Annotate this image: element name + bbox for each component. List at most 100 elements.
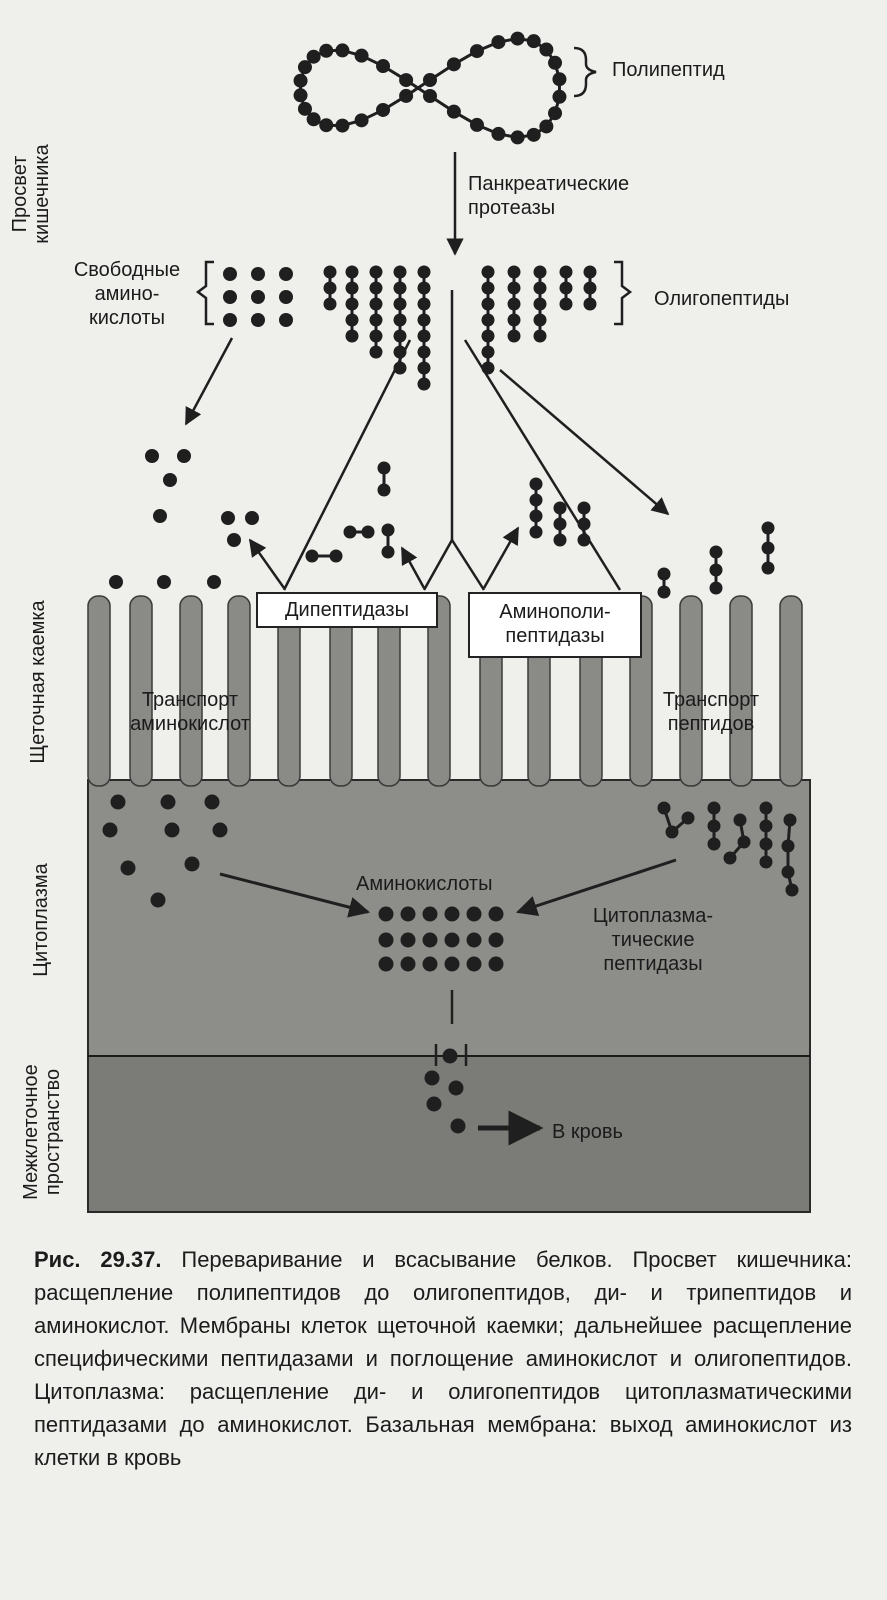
polypeptide-residue (335, 43, 350, 58)
tripeptide-residue (529, 525, 543, 539)
intercellular-space-region (87, 1055, 811, 1213)
oligopeptide-residue (533, 297, 547, 311)
amino-acid-pool-dot (400, 932, 416, 948)
dipeptide-residue (657, 585, 671, 599)
oligopeptide-residue (481, 265, 495, 279)
oligopeptide-residue (507, 297, 521, 311)
microvillus (427, 595, 451, 787)
oligopeptide-residue (481, 281, 495, 295)
polypeptide-residue (446, 104, 461, 119)
microvillus (179, 595, 203, 787)
absorbed-amino-acid-dot (120, 860, 136, 876)
oligopeptide-residue (345, 313, 359, 327)
diagram-molecules-and-arrows (102, 31, 799, 1146)
oligopeptide-residue (507, 265, 521, 279)
oligopeptide-residue (323, 281, 337, 295)
amino-acid-pool-dot (400, 906, 416, 922)
absorbed-amino-acid-dot (110, 794, 126, 810)
polypeptide-residue (510, 130, 525, 145)
polypeptide-residue (319, 43, 334, 58)
oligopeptide-residue (533, 281, 547, 295)
dipeptide-residue (305, 549, 319, 563)
free-amino-acid-dot (177, 449, 191, 463)
tripeptide-residue (709, 563, 723, 577)
oligopeptide-residue (481, 313, 495, 327)
oligopeptide-residue (393, 297, 407, 311)
absorbed-peptide-residue (723, 851, 737, 865)
oligopeptide-residue (345, 297, 359, 311)
oligopeptide-residue (323, 265, 337, 279)
arrow-free-amino-acids-down (184, 337, 234, 426)
microvillus (227, 595, 251, 787)
oligopeptide-residue (393, 313, 407, 327)
dipeptide-residue (377, 483, 391, 497)
absorbed-peptide-residue (759, 801, 773, 815)
polypeptide-residue (491, 126, 506, 141)
absorbed-peptide-residue (665, 825, 679, 839)
absorbed-amino-acid-dot (160, 794, 176, 810)
polypeptide-residue (548, 106, 563, 121)
free-amino-acid-dot (279, 313, 293, 327)
tripeptide-residue (709, 581, 723, 595)
region-label-cytoplasm: Цитоплазма (30, 863, 52, 977)
absorbed-peptide-residue (707, 837, 721, 851)
blood-amino-acid-dot (424, 1070, 440, 1086)
tripeptide-residue (761, 521, 775, 535)
absorbed-amino-acid-dot (150, 892, 166, 908)
arrow-oligopeptides-to-transport (499, 369, 670, 516)
polypeptide-residue (335, 118, 350, 133)
amino-acid-pool-dot (422, 932, 438, 948)
arrow-dipeptidases-right (400, 546, 426, 589)
oligopeptide-residue (583, 265, 597, 279)
absorbed-amino-acid-dot (204, 794, 220, 810)
oligopeptide-residue (583, 281, 597, 295)
flow-to-dipeptidases (422, 539, 454, 591)
absorbed-peptide-residue (733, 813, 747, 827)
free-amino-acid-dot (251, 313, 265, 327)
oligopeptide-residue (559, 297, 573, 311)
free-amino-acids-brace (195, 260, 214, 326)
label-transport-amino-acids: Транспорт аминокислот (130, 689, 250, 735)
label-cytoplasmic-peptidases: Цитоплазма- тические пептидазы (592, 905, 714, 975)
flow-right-diagonal (463, 339, 622, 591)
dipeptide-residue (381, 523, 395, 537)
polypeptide-residue (354, 48, 369, 63)
oligopeptide-residue (533, 265, 547, 279)
label-dipeptidases: Дипептидазы (256, 592, 438, 628)
amino-acid-pool-dot (378, 932, 394, 948)
blood-amino-acid-dot (426, 1096, 442, 1112)
tripeptide-residue (529, 493, 543, 507)
oligopeptide-residue (481, 345, 495, 359)
oligopeptide-residue (559, 281, 573, 295)
amino-acid-pool-dot (466, 956, 482, 972)
polypeptide-residue (423, 89, 437, 103)
amino-acid-pool-dot (444, 932, 460, 948)
amino-acid-pool-dot (466, 932, 482, 948)
free-amino-acid-dot (109, 575, 123, 589)
oligopeptide-residue (417, 297, 431, 311)
oligopeptide-residue (417, 313, 431, 327)
arrow-amino-acids-to-pool (219, 872, 371, 918)
absorbed-peptide-residue (657, 801, 671, 815)
absorbed-peptide-residue (785, 883, 799, 897)
label-pancreatic-proteases: Панкреатические протеазы (468, 173, 630, 219)
free-amino-acid-dot (157, 575, 171, 589)
oligopeptide-residue (417, 329, 431, 343)
absorbed-amino-acid-dot (102, 822, 118, 838)
label-polypeptide: Полипептид (612, 59, 725, 81)
oligopeptide-residue (369, 329, 383, 343)
microvillus (779, 595, 803, 787)
free-amino-acid-dot (245, 511, 259, 525)
free-amino-acid-dot (251, 267, 265, 281)
free-amino-acid-dot (223, 313, 237, 327)
polypeptide-residue (293, 88, 308, 103)
polypeptide-residue (376, 102, 391, 117)
polypeptide-residue (399, 88, 414, 103)
amino-acid-pool-dot (488, 956, 504, 972)
arrow-aminopolypeptidases (482, 526, 520, 589)
dipeptide-residue (657, 567, 671, 581)
dipeptide-residue (329, 549, 343, 563)
polypeptide-residue (376, 59, 391, 74)
label-to-blood: В кровь (552, 1121, 623, 1143)
microvillus (679, 595, 703, 787)
